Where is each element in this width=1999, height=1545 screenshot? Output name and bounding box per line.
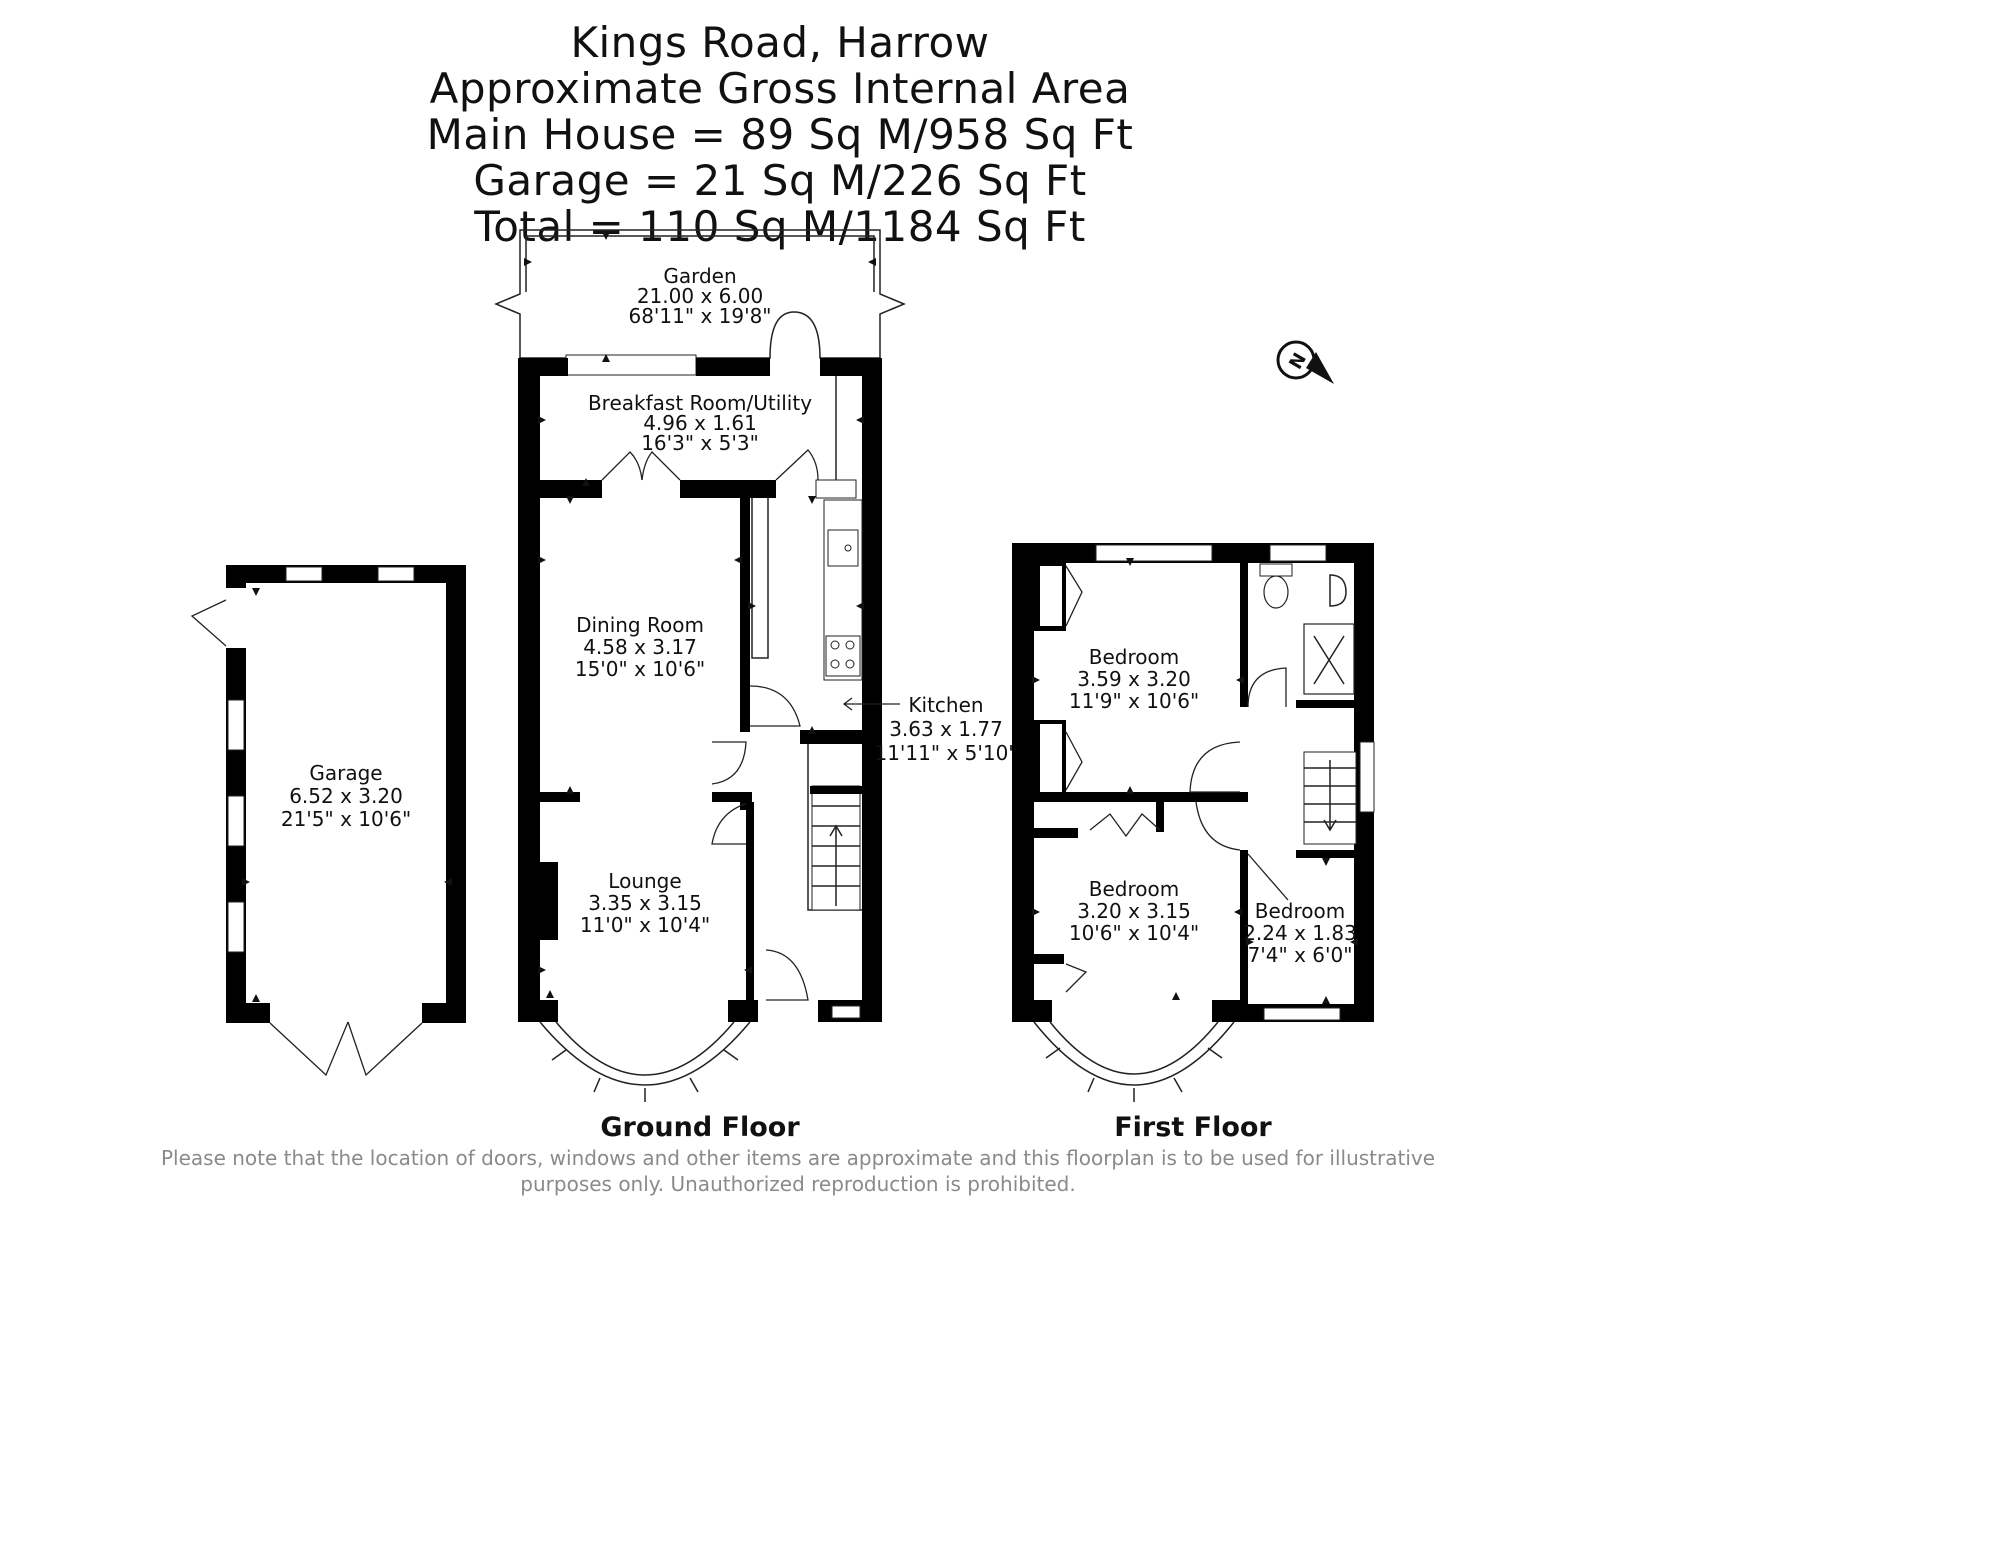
first-floor-plan: Bedroom 3.59 x 3.20 11'9" x 10'6" Bedroo…: [1012, 543, 1375, 1102]
ground-floor-plan: Garden 21.00 x 6.00 68'11" x 19'8" Break…: [494, 229, 1018, 1102]
main-house-area: Main House = 89 Sq M/958 Sq Ft: [426, 110, 1134, 159]
dining-label: Dining Room 4.58 x 3.17 15'0" x 10'6": [575, 613, 705, 681]
bedroom3-name: Bedroom: [1255, 899, 1345, 923]
bedroom1-imperial: 11'9" x 10'6": [1069, 689, 1199, 713]
lounge-label: Lounge 3.35 x 3.15 11'0" x 10'4": [580, 869, 710, 937]
first-floor-title: First Floor: [1114, 1112, 1272, 1143]
total-area: Total = 110 Sq M/1184 Sq Ft: [474, 202, 1086, 251]
kitchen-label: Kitchen 3.63 x 1.77 11'11" x 5'10": [842, 693, 1018, 765]
bedroom2-metric: 3.20 x 3.15: [1077, 899, 1191, 923]
garden-label: Garden 21.00 x 6.00 68'11" x 19'8": [628, 264, 771, 328]
garage-metric: 6.52 x 3.20: [289, 784, 403, 808]
garage-imperial: 21'5" x 10'6": [281, 807, 411, 831]
header: Kings Road, Harrow Approximate Gross Int…: [0, 20, 1560, 250]
kitchen-name: Kitchen: [908, 693, 983, 717]
bedroom1-name: Bedroom: [1089, 645, 1179, 669]
breakfast-metric: 4.96 x 1.61: [643, 411, 757, 435]
address-title: Kings Road, Harrow: [570, 18, 990, 67]
bedroom2-name: Bedroom: [1089, 877, 1179, 901]
north-arrow-icon: N: [1276, 340, 1334, 384]
bedroom1-label: Bedroom 3.59 x 3.20 11'9" x 10'6": [1069, 645, 1199, 713]
kitchen-imperial: 11'11" x 5'10": [874, 741, 1017, 765]
garage-plan: Garage 6.52 x 3.20 21'5" x 10'6": [190, 565, 466, 1077]
bedroom3-imperial: 7'4" x 6'0": [1248, 943, 1353, 967]
garden-metric: 21.00 x 6.00: [637, 284, 763, 308]
area-title: Approximate Gross Internal Area: [429, 64, 1131, 113]
lounge-metric: 3.35 x 3.15: [588, 891, 702, 915]
bedroom3-label: Bedroom 2.24 x 1.83 7'4" x 6'0": [1243, 899, 1357, 967]
bedroom3-metric: 2.24 x 1.83: [1243, 921, 1357, 945]
garden-imperial: 68'11" x 19'8": [628, 304, 771, 328]
ground-floor-title: Ground Floor: [600, 1112, 800, 1143]
disclaimer-line-1: Please note that the location of doors, …: [161, 1146, 1435, 1170]
kitchen-metric: 3.63 x 1.77: [889, 717, 1003, 741]
bedroom2-imperial: 10'6" x 10'4": [1069, 921, 1199, 945]
breakfast-name: Breakfast Room/Utility: [588, 391, 812, 415]
garage-name: Garage: [309, 761, 382, 785]
breakfast-imperial: 16'3" x 5'3": [641, 431, 759, 455]
bedroom2-label: Bedroom 3.20 x 3.15 10'6" x 10'4": [1069, 877, 1199, 945]
dining-metric: 4.58 x 3.17: [583, 635, 697, 659]
garage-area: Garage = 21 Sq M/226 Sq Ft: [473, 156, 1087, 205]
breakfast-label: Breakfast Room/Utility 4.96 x 1.61 16'3"…: [588, 391, 812, 455]
disclaimer-line-2: purposes only. Unauthorized reproduction…: [520, 1172, 1075, 1196]
garden-name: Garden: [663, 264, 736, 288]
lounge-imperial: 11'0" x 10'4": [580, 913, 710, 937]
bedroom1-metric: 3.59 x 3.20: [1077, 667, 1191, 691]
dining-imperial: 15'0" x 10'6": [575, 657, 705, 681]
lounge-name: Lounge: [608, 869, 681, 893]
garage-label: Garage 6.52 x 3.20 21'5" x 10'6": [281, 761, 411, 831]
dining-name: Dining Room: [576, 613, 704, 637]
